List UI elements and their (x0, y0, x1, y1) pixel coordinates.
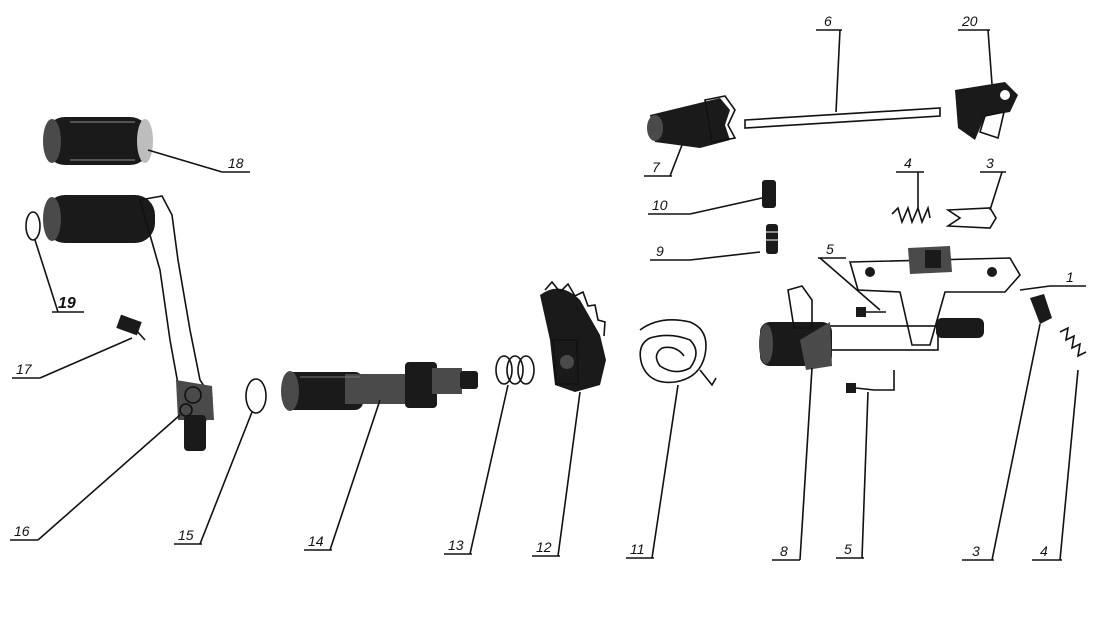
label-5-lower: 5 (844, 541, 852, 557)
label-5-upper: 5 (826, 241, 834, 257)
label-4-lower: 4 (1040, 543, 1048, 559)
label-7: 7 (652, 159, 661, 175)
part-20-bracket (955, 82, 1018, 140)
part-8-lever-assembly (759, 285, 984, 370)
label-3-lower: 3 (972, 543, 980, 559)
part-7-fork (647, 95, 737, 148)
label-8: 8 (780, 543, 788, 559)
part-12-gear (540, 280, 606, 392)
label-15: 15 (178, 527, 194, 543)
part-3-plunger-upper (945, 207, 997, 229)
part-4-spring-upper (891, 205, 931, 225)
label-11: 11 (630, 541, 645, 557)
part-13-spring (495, 355, 535, 385)
callout-labels: 18 19 17 16 15 14 13 12 11 8 5 3 4 1 5 9… (14, 13, 1074, 559)
label-4-upper: 4 (904, 155, 912, 171)
part-14-shaft (281, 362, 478, 411)
label-10: 10 (652, 197, 668, 213)
label-14: 14 (308, 533, 324, 549)
leader-lines (10, 29, 1086, 561)
part-5-screw-lower (846, 383, 875, 393)
part-10-pin (762, 180, 776, 208)
part-18-grip (43, 117, 153, 165)
label-12: 12 (536, 539, 552, 555)
part-5-screw-upper (856, 307, 886, 317)
part-16-kick-lever (43, 195, 214, 451)
part-4-spring-lower (1059, 326, 1087, 358)
label-16: 16 (14, 523, 30, 539)
part-3-plunger-lower (1030, 294, 1052, 324)
part-1-selector-plate (848, 246, 1021, 346)
label-9: 9 (656, 243, 664, 259)
part-19-circlip (25, 211, 41, 241)
part-11-spring (639, 319, 717, 387)
label-17: 17 (16, 361, 33, 377)
label-1: 1 (1066, 269, 1074, 285)
part-6-rod (744, 107, 941, 129)
label-13: 13 (448, 537, 464, 553)
part-17-cotter (116, 314, 146, 341)
label-3-upper: 3 (986, 155, 994, 171)
label-6: 6 (824, 13, 832, 29)
part-15-washer (245, 378, 267, 414)
label-20: 20 (961, 13, 978, 29)
part-9-spring (766, 224, 778, 254)
label-19: 19 (58, 295, 76, 312)
label-18: 18 (228, 155, 244, 171)
